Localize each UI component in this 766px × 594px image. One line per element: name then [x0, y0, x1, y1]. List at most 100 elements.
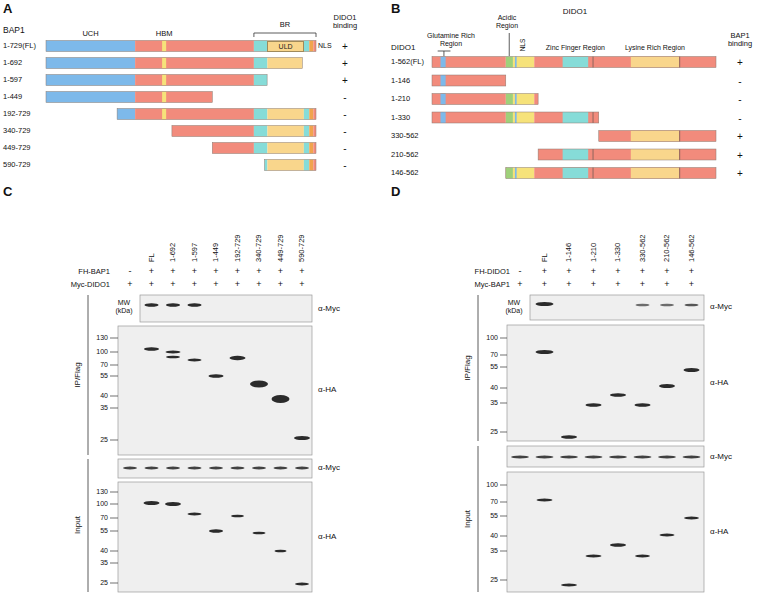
mw-marker: 40 [490, 384, 498, 392]
mw-marker: 40 [100, 547, 108, 555]
protein-band [144, 347, 159, 351]
construct-label: 1-597 [3, 76, 22, 84]
lane-sign: - [129, 267, 132, 277]
domain-segment [135, 58, 254, 69]
domain-segment [46, 75, 135, 86]
row-label: FH-DIDO1 [475, 268, 510, 276]
lane-label: 449-729 [276, 234, 284, 262]
protein-band [274, 467, 288, 470]
protein-band [145, 467, 159, 470]
protein-band [684, 368, 700, 372]
domain-segment [515, 168, 517, 179]
domain-segment [506, 57, 513, 68]
domain-segment [432, 94, 506, 105]
domain-segment [679, 168, 680, 179]
lane-sign: + [689, 280, 694, 290]
column-header: DIDO1 binding [323, 14, 367, 31]
lane-label: 1-330 [614, 243, 622, 262]
construct-outline [432, 112, 599, 123]
binding-sign: + [737, 168, 743, 179]
lane-sign: + [256, 280, 261, 290]
mw-marker: 70 [100, 361, 108, 369]
domain-segment [506, 94, 513, 105]
binding-sign: - [343, 109, 346, 120]
binding-sign: + [342, 75, 348, 86]
protein-band [209, 467, 223, 470]
lane-label: 1-449 [212, 243, 220, 262]
construct-outline [432, 57, 716, 68]
lane-label: 340-729 [255, 234, 263, 262]
protein-band [253, 532, 266, 535]
protein-band [166, 351, 181, 354]
domain-segment [172, 126, 254, 137]
mw-tick [110, 365, 118, 366]
leader-line [509, 33, 510, 56]
protein-name: BAP1 [3, 26, 25, 35]
protein-band [231, 467, 245, 470]
mw-marker: 70 [100, 514, 108, 522]
mw-tick [110, 408, 118, 409]
group-bracket [478, 446, 479, 592]
domain-segment [265, 160, 268, 171]
blot-membrane [140, 295, 312, 322]
mw-marker: 35 [100, 404, 108, 412]
domain-segment [267, 41, 303, 52]
panel-letter: C [3, 185, 12, 199]
domain-segment [534, 94, 538, 105]
construct-outline [506, 168, 716, 179]
domain-segment [267, 109, 303, 120]
binding-sign: - [738, 94, 741, 105]
column-header: BAP1 binding [719, 32, 761, 49]
construct-label: 1-330 [391, 113, 410, 121]
binding-sign: - [738, 75, 741, 86]
mw-tick [110, 504, 118, 505]
protein-band [586, 403, 602, 407]
construct-outline [46, 92, 212, 103]
domain-segment [162, 75, 166, 86]
domain-segment [432, 75, 506, 86]
domain-segment [515, 94, 517, 105]
domain-segment [254, 58, 268, 69]
domain-segment [304, 143, 309, 154]
mw-tick [110, 583, 118, 584]
protein-band [684, 517, 699, 520]
mw-marker: 35 [490, 399, 498, 407]
domain-segment [212, 143, 254, 154]
mw-marker: 55 [100, 527, 108, 535]
domain-segment [592, 149, 593, 160]
protein-band [166, 303, 180, 307]
protein-band [294, 436, 310, 440]
western-blot [530, 295, 704, 320]
antibody-label: α-HA [710, 528, 728, 537]
mw-tick [500, 516, 507, 517]
protein-band [660, 304, 674, 307]
mw-tick [500, 432, 507, 433]
protein-name: DIDO1 [563, 8, 587, 17]
domain-box: ULD [267, 41, 303, 52]
domain-segment [631, 168, 679, 179]
group-label: Input [74, 516, 83, 534]
construct-label: 1-562(FL) [391, 58, 424, 66]
mw-tick [110, 396, 118, 397]
construct-outline [46, 58, 302, 69]
lane-sign: + [213, 267, 218, 277]
domain-segment [304, 109, 309, 120]
construct-label: 192-729 [3, 110, 31, 118]
domain-segment [313, 160, 316, 171]
mw-marker: 130 [96, 334, 108, 342]
domain-segment [309, 109, 313, 120]
lane-sign: + [149, 280, 154, 290]
lane-sign: + [256, 267, 261, 277]
construct-label: 340-729 [3, 127, 31, 135]
protein-band [560, 456, 578, 459]
row-label: Myc-BAP1 [475, 281, 510, 289]
blot-membrane [118, 459, 312, 478]
lane-label: 1-692 [169, 243, 177, 262]
protein-band [537, 499, 553, 502]
construct-label: 449-729 [3, 144, 31, 152]
domain-segment [313, 126, 316, 137]
domain-segment [538, 149, 716, 160]
protein-band [165, 502, 181, 506]
domain-segment [432, 57, 506, 68]
